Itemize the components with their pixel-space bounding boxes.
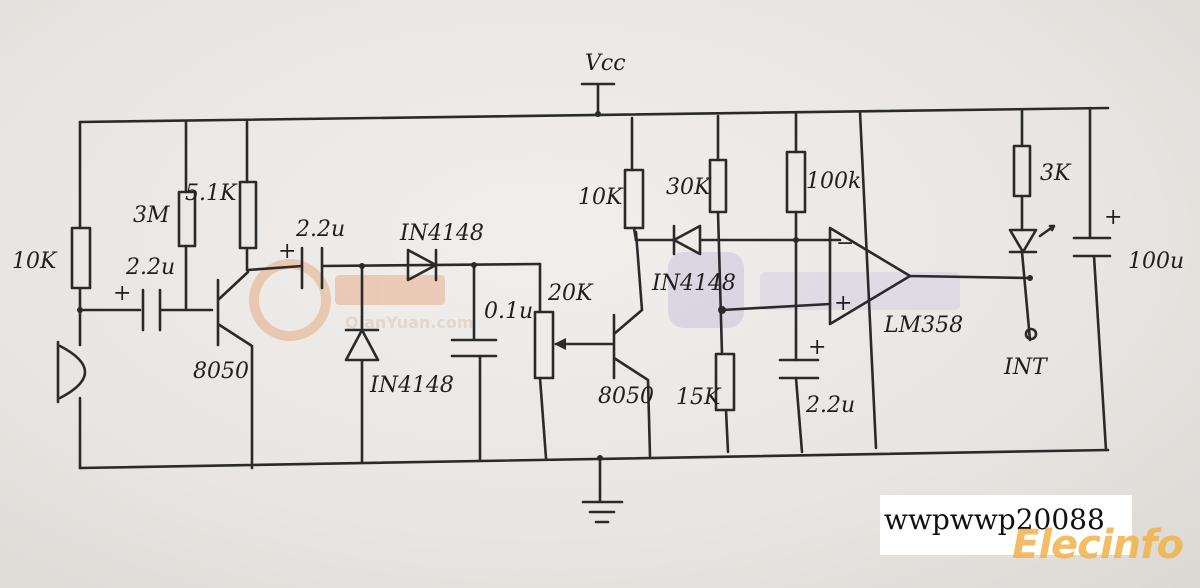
ground-rail [78,448,1110,470]
label-30k: 30K [666,175,712,200]
rc-wire [794,112,804,454]
label-diode-shunt: IN4148 [369,373,454,398]
opamp-supply-wire [858,110,878,450]
transistor-q1 [216,270,254,470]
ground-symbol [581,456,624,524]
pot-wiper-arrow-icon [554,338,566,350]
capacitor-2u2-stage2 [246,246,542,290]
label-q1: 8050 [193,359,249,384]
bias-wire [184,120,249,310]
label-diode-series: IN4148 [399,221,484,246]
label-20k: 20K [547,281,594,306]
diode-in4148-series [406,248,438,282]
mic-branch-wire [78,120,142,470]
label-2u2-timing: 2.2u [805,393,855,418]
int-terminal [1024,327,1038,341]
capacitor-2u2-input [141,288,214,332]
led-branch-wire [1020,108,1032,342]
label-10k-mic: 10K [12,249,58,274]
resistor-10k-mic [70,226,92,290]
diode-in4148-comparator [634,224,842,256]
transistor-q2 [612,230,652,458]
label-vcc: Vcc [585,51,626,76]
label-100u: 100u [1128,249,1184,274]
divider-wire [716,114,832,454]
label-q2: 8050 [598,384,654,409]
resistor-15k [714,352,736,412]
resistor-30k [708,158,728,214]
plus-sign-2: + [278,239,296,264]
label-10k-collector: 10K [578,185,624,210]
resistor-5k1 [238,180,258,250]
microphone-icon [56,340,87,404]
capacitor-100u [1072,106,1112,452]
label-lm358: LM358 [883,313,963,338]
plus-sign-4: + [1104,205,1122,230]
label-2u2-input: 2.2u [125,255,175,280]
plus-sign-3: + [808,335,826,360]
resistor-3k [1012,144,1032,198]
vcc-rail [78,106,1110,124]
label-3m: 3M [133,203,170,228]
credit-watermark: wwpwwp20088 [880,495,1132,555]
junction-dots [77,111,1033,461]
led-icon [1008,224,1056,254]
opamp-minus: − [836,231,854,256]
capacitor-0u1 [450,264,498,462]
opamp-plus: + [834,291,852,316]
diode-in4148-shunt [344,264,380,464]
label-3k: 3K [1040,161,1072,186]
label-2u2-stage2: 2.2u [295,217,345,242]
resistor-100k [785,150,807,214]
vcc-stub [580,82,616,116]
label-15k: 15K [676,385,722,410]
resistor-3m [177,190,197,248]
plus-sign: + [113,281,131,306]
resistor-10k-collector [623,168,645,230]
label-diode-comparator: IN4148 [651,271,736,296]
watermark-pinyin: QianYuan.com [345,313,474,332]
brand-watermark: Elecinfo [1012,522,1184,568]
label-0u1: 0.1u [484,299,533,324]
pot-body [533,310,555,380]
label-int: INT [1003,355,1049,380]
collector-wire [630,116,638,242]
capacitor-2u2-timing [778,358,820,380]
label-5k1: 5.1K [185,181,238,206]
label-100k: 100k [806,169,861,194]
